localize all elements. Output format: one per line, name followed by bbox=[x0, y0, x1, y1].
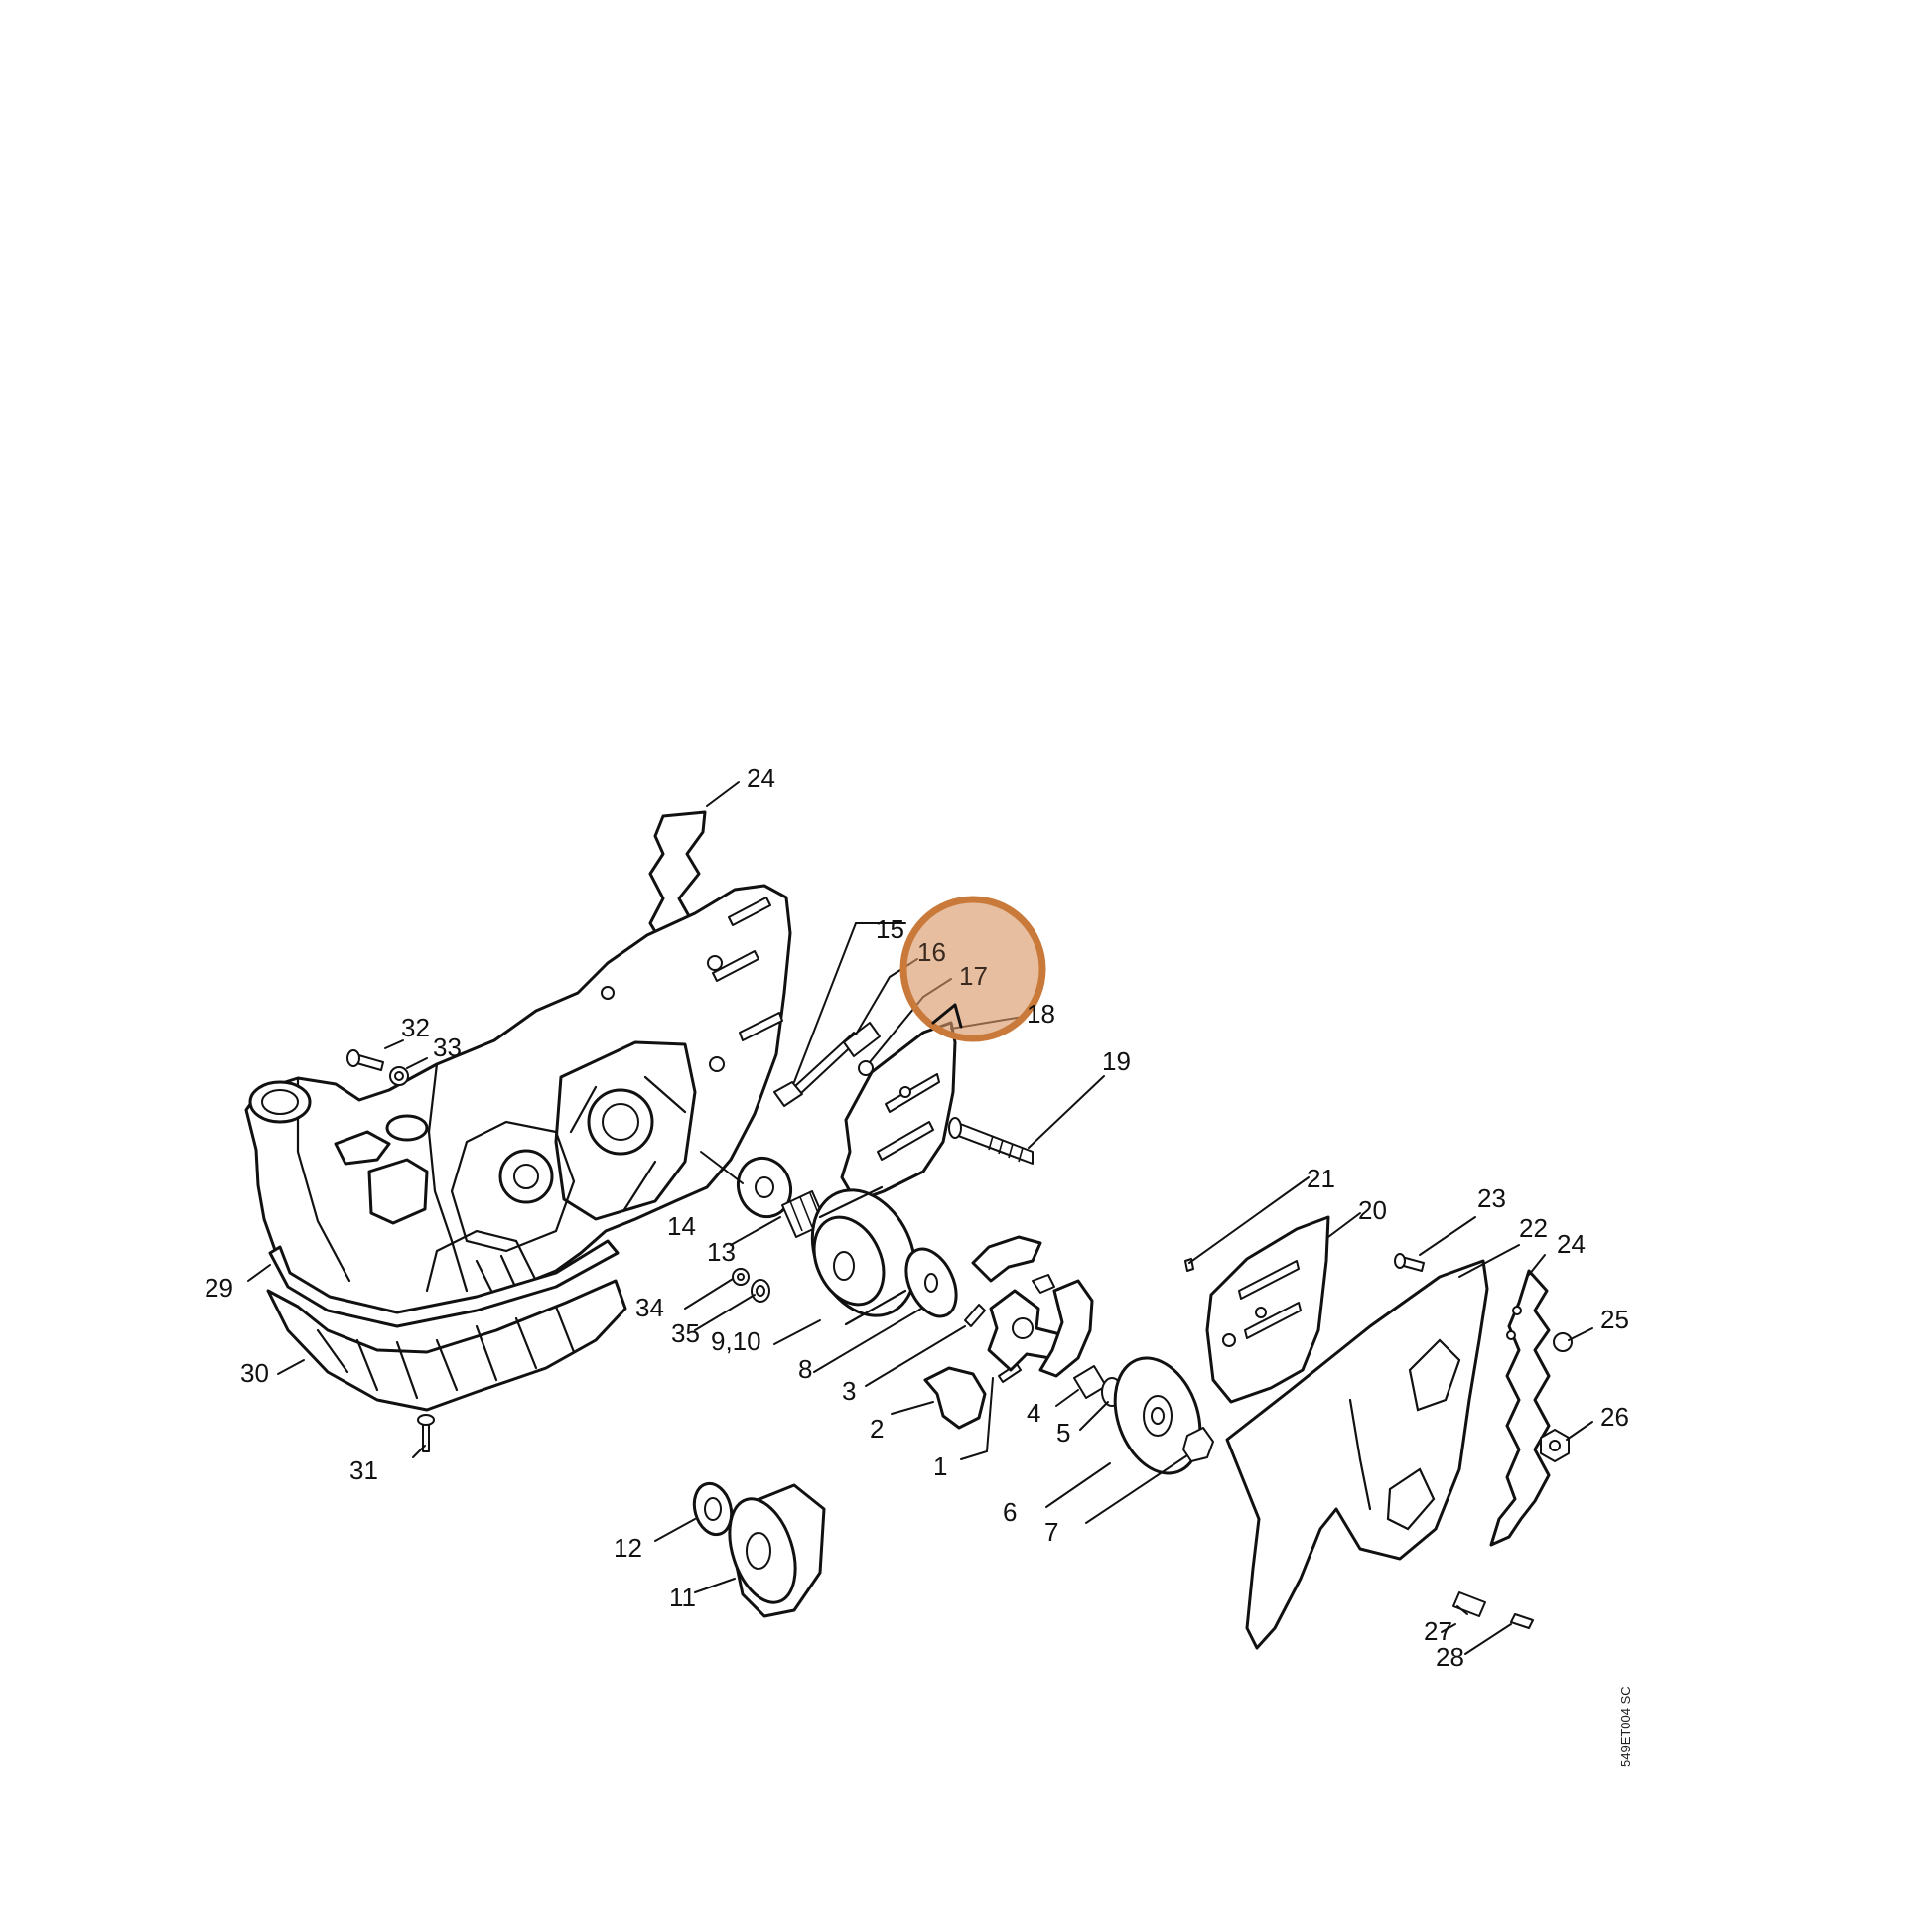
label-8[interactable]: 8 bbox=[798, 1354, 812, 1384]
diagram-code: 549ET004 SC bbox=[1618, 1686, 1633, 1767]
bar-mount-parts[interactable] bbox=[773, 1021, 1034, 1203]
plate-18-corner bbox=[931, 1003, 963, 1029]
label-5[interactable]: 5 bbox=[1056, 1418, 1070, 1448]
label-14[interactable]: 14 bbox=[667, 1211, 696, 1241]
label-21[interactable]: 21 bbox=[1307, 1164, 1335, 1193]
label-19[interactable]: 19 bbox=[1102, 1046, 1131, 1076]
label-6[interactable]: 6 bbox=[1003, 1497, 1017, 1527]
label-16[interactable]: 16 bbox=[917, 937, 946, 967]
leader-lines bbox=[247, 781, 1593, 1655]
label-1[interactable]: 1 bbox=[933, 1451, 947, 1481]
label-17[interactable]: 17 bbox=[959, 961, 988, 991]
label-18[interactable]: 18 bbox=[1027, 999, 1055, 1029]
label-25[interactable]: 25 bbox=[1600, 1305, 1629, 1334]
label-4[interactable]: 4 bbox=[1027, 1398, 1040, 1428]
label-12[interactable]: 12 bbox=[614, 1533, 642, 1563]
highlight-marker bbox=[899, 896, 1046, 1042]
label-28[interactable]: 28 bbox=[1436, 1642, 1464, 1672]
label-31[interactable]: 31 bbox=[349, 1455, 378, 1485]
label-9-10[interactable]: 9,10 bbox=[711, 1326, 761, 1356]
label-26[interactable]: 26 bbox=[1600, 1402, 1629, 1432]
label-24-top[interactable]: 24 bbox=[747, 763, 775, 793]
label-7[interactable]: 7 bbox=[1044, 1517, 1058, 1547]
label-33[interactable]: 33 bbox=[433, 1033, 462, 1062]
label-23[interactable]: 23 bbox=[1477, 1183, 1506, 1213]
label-13[interactable]: 13 bbox=[707, 1237, 736, 1267]
sprocket-cover[interactable] bbox=[1184, 1215, 1573, 1650]
label-2[interactable]: 2 bbox=[870, 1414, 884, 1444]
label-35[interactable]: 35 bbox=[671, 1318, 700, 1348]
label-20[interactable]: 20 bbox=[1358, 1195, 1387, 1225]
label-24-right[interactable]: 24 bbox=[1557, 1229, 1586, 1259]
label-29[interactable]: 29 bbox=[205, 1273, 233, 1303]
part-labels: 24 15 16 17 18 19 21 20 23 22 24 25 26 2… bbox=[205, 763, 1633, 1767]
label-3[interactable]: 3 bbox=[842, 1376, 856, 1406]
label-30[interactable]: 30 bbox=[240, 1358, 269, 1388]
crankcase-housing[interactable] bbox=[244, 810, 792, 1452]
label-32[interactable]: 32 bbox=[401, 1013, 430, 1042]
clutch-assembly[interactable] bbox=[689, 1151, 1215, 1618]
label-11[interactable]: 11 bbox=[669, 1583, 696, 1612]
label-22[interactable]: 22 bbox=[1519, 1213, 1548, 1243]
label-27[interactable]: 27 bbox=[1424, 1616, 1452, 1646]
label-34[interactable]: 34 bbox=[635, 1293, 664, 1322]
label-15[interactable]: 15 bbox=[876, 914, 904, 944]
